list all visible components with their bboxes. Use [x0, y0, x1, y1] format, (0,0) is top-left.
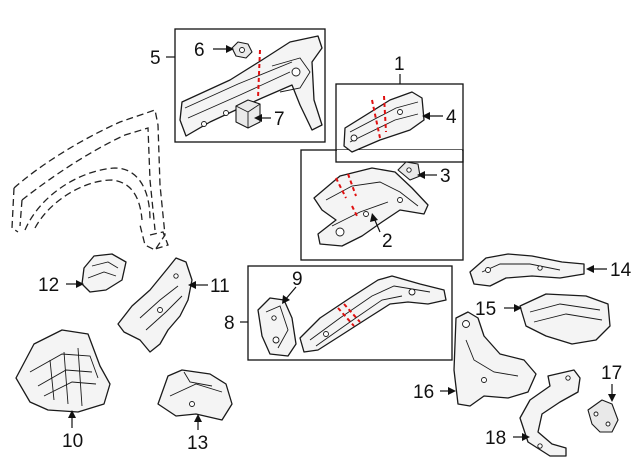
arrow-17 — [608, 394, 616, 402]
arrow-11 — [188, 281, 196, 289]
callout-6: 6 — [194, 40, 205, 61]
callout-4: 4 — [446, 107, 457, 128]
part-3-bracket — [397, 161, 421, 181]
part-18-brace — [519, 369, 581, 457]
part-16-panel — [453, 311, 537, 407]
arrow-4 — [422, 112, 430, 120]
callout-18: 18 — [485, 428, 506, 449]
part-8-rail — [299, 275, 447, 353]
fender-outline — [11, 109, 169, 251]
part-2-apron — [313, 167, 429, 247]
arrow-2 — [370, 213, 378, 222]
arrow-6 — [226, 45, 234, 53]
part-10-shield — [15, 329, 111, 413]
arrow-16 — [448, 387, 456, 395]
callout-9: 9 — [292, 269, 303, 290]
callout-14: 14 — [610, 260, 632, 281]
callout-3: 3 — [440, 166, 451, 187]
part-13-bracket — [157, 369, 233, 421]
arrow-18 — [522, 433, 530, 441]
callout-5: 5 — [150, 48, 161, 69]
arrow-3 — [417, 171, 425, 179]
part-15-shield — [519, 293, 611, 345]
arrow-14 — [586, 265, 594, 273]
part-7-bracket — [235, 99, 261, 129]
group-box-5 — [174, 28, 326, 143]
arrow-15 — [514, 304, 522, 312]
arrow-9 — [282, 295, 290, 304]
part-11-bracket — [117, 257, 193, 353]
arrow-12 — [76, 280, 84, 288]
callout-10: 10 — [62, 431, 83, 452]
part-4-rail — [343, 91, 425, 153]
group-box-8 — [247, 265, 453, 361]
part-14-strap — [469, 253, 585, 287]
arrow-7 — [254, 114, 262, 122]
part-9-bracket — [257, 297, 297, 357]
part-6-bracket — [231, 41, 253, 59]
callout-7: 7 — [274, 109, 285, 130]
arrow-13 — [194, 414, 202, 422]
callout-1: 1 — [394, 54, 405, 75]
callout-17: 17 — [601, 363, 622, 384]
callout-13: 13 — [187, 433, 208, 454]
callout-8: 8 — [224, 313, 235, 334]
callout-11: 11 — [210, 276, 230, 297]
callout-15: 15 — [475, 299, 496, 320]
arrow-10 — [68, 410, 76, 418]
callout-12: 12 — [38, 275, 59, 296]
part-5-apron-upper — [179, 35, 323, 137]
part-17-bracket — [587, 399, 619, 433]
part-12-shield — [81, 253, 127, 293]
callout-2: 2 — [382, 231, 393, 252]
callout-16: 16 — [413, 382, 434, 403]
